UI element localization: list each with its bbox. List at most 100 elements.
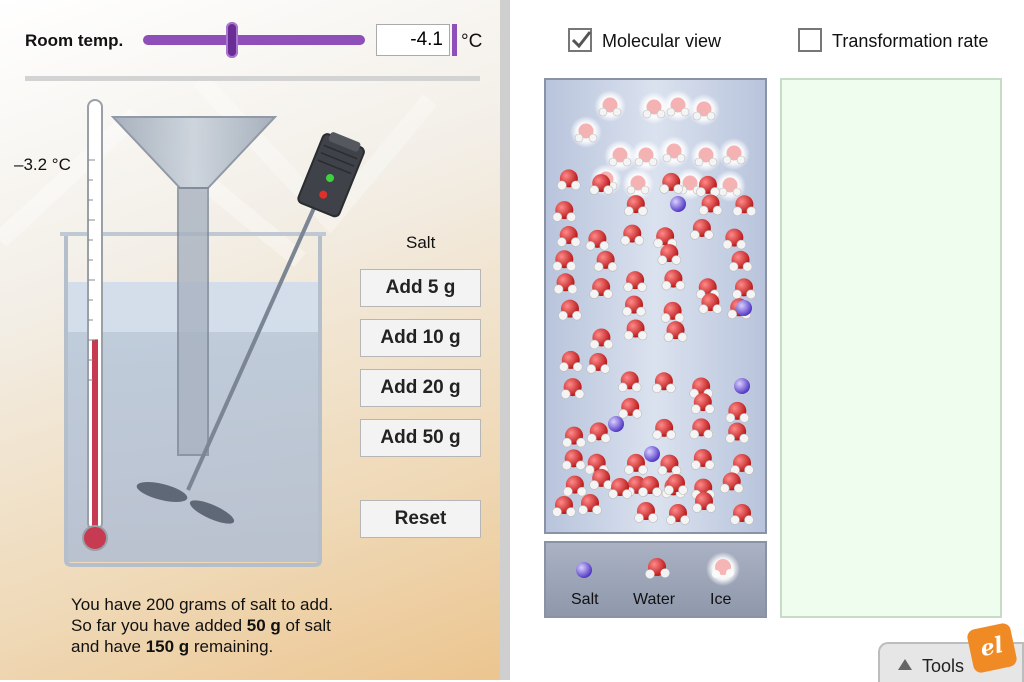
arrow-up-icon: [898, 659, 912, 670]
reset-button[interactable]: Reset: [360, 500, 481, 538]
logo-badge: el: [965, 621, 1019, 675]
water-molecule: [692, 492, 716, 513]
remaining-amount: 150 g: [145, 637, 190, 656]
tools-label: Tools: [922, 656, 965, 676]
water-molecule: [623, 271, 647, 292]
add-10g-button[interactable]: Add 10 g: [360, 319, 481, 357]
thermometer-reading: –3.2 °C: [14, 155, 71, 174]
ice-molecule: [622, 168, 654, 200]
water-molecule: [589, 174, 614, 195]
molecules-canvas: [552, 90, 757, 525]
funnel: [110, 116, 278, 189]
water-molecule: [585, 229, 610, 251]
stirrer-rod: [186, 207, 316, 491]
water-molecule: [666, 504, 690, 525]
shelf-line: [25, 76, 480, 81]
salt-status-text: You have 200 grams of salt to add. So fa…: [71, 594, 333, 657]
water-molecule: [690, 218, 714, 240]
status-line-2: So far you have added 50 g of salt: [71, 615, 333, 636]
water-molecule: [653, 227, 677, 249]
water-molecule: [728, 250, 753, 272]
status-text: of salt: [280, 616, 331, 635]
status-text: and have: [71, 637, 146, 656]
stirrer-motor: [297, 132, 365, 218]
water-molecule: [624, 453, 648, 475]
molecule-legend: [544, 541, 767, 618]
water-molecule: [732, 195, 757, 217]
salt-particle: [608, 416, 624, 432]
transformation-rate-label[interactable]: Transformation rate: [832, 31, 989, 51]
status-line-1: You have 200 grams of salt to add.: [71, 595, 334, 614]
water-molecule: [617, 371, 642, 393]
water-molecule: [589, 468, 613, 490]
water-molecule: [589, 328, 614, 350]
thermometer-fill: [92, 339, 98, 532]
transformation-rate-box: [780, 78, 1002, 618]
ice-molecule: [594, 90, 626, 122]
salt-label: Salt: [406, 233, 436, 252]
water-molecule: [652, 372, 676, 394]
room-temp-slider[interactable]: [143, 35, 365, 45]
ice-molecule: [714, 170, 746, 202]
water-molecule: [620, 224, 645, 246]
water-molecule: [691, 393, 715, 414]
water-molecule: [661, 269, 686, 291]
water-molecule: [608, 478, 632, 499]
water-molecule: [732, 278, 756, 300]
water-molecule: [553, 273, 578, 295]
water-molecule: [719, 472, 744, 494]
temp-unit: °C: [461, 31, 483, 52]
stirrer-blade: [136, 482, 188, 502]
water-molecule: [664, 474, 688, 495]
water-molecule: [589, 278, 613, 299]
water-molecule: [660, 301, 685, 323]
water-molecule: [578, 494, 602, 515]
water-molecule: [558, 299, 582, 321]
water-molecule: [652, 418, 676, 440]
added-amount: 50 g: [246, 616, 281, 635]
water-molecule: [557, 169, 581, 191]
status-text: So far you have added: [71, 616, 247, 635]
water-molecule: [725, 401, 750, 423]
salt-particle: [644, 446, 660, 462]
salt-particle: [734, 378, 750, 394]
checkmark-icon: [571, 31, 592, 49]
status-text: remaining.: [189, 637, 274, 656]
water-molecule: [623, 319, 648, 341]
water-molecule: [657, 454, 682, 476]
water-legend-icon: [645, 558, 670, 579]
water-molecule: [689, 418, 714, 440]
legend-salt-label: Salt: [571, 591, 599, 608]
beaker-scene: [0, 73, 437, 567]
water-molecule: [622, 295, 646, 317]
molecular-view-label[interactable]: Molecular view: [602, 31, 722, 51]
ice-molecule: [690, 140, 722, 172]
status-line-3: and have 150 g remaining.: [71, 636, 333, 657]
ice-molecule: [630, 140, 662, 172]
add-50g-button[interactable]: Add 50 g: [360, 419, 481, 457]
molecular-view-checkbox[interactable]: [568, 28, 592, 52]
room-temp-input[interactable]: [376, 24, 450, 56]
temp-color-bar: [452, 24, 457, 56]
water-molecule: [638, 476, 662, 497]
water-molecule: [561, 449, 586, 471]
water-molecule: [695, 278, 720, 300]
water-molecule: [558, 350, 583, 372]
legend-icons: [576, 552, 740, 586]
ice-molecule: [658, 136, 690, 168]
transformation-rate-checkbox[interactable]: [798, 28, 822, 52]
add-20g-button[interactable]: Add 20 g: [360, 369, 481, 407]
water-molecule: [552, 201, 577, 222]
salt-particle: [670, 196, 686, 212]
water-molecule: [552, 496, 576, 517]
panel-divider[interactable]: [500, 0, 510, 680]
water-molecule: [618, 397, 643, 419]
room-temp-slider-thumb[interactable]: [225, 22, 238, 58]
salt-legend-icon: [576, 562, 592, 578]
water-molecule: [586, 352, 611, 374]
water-molecule: [722, 228, 747, 250]
ice-molecule: [662, 90, 694, 122]
add-5g-button[interactable]: Add 5 g: [360, 269, 481, 307]
legend-water-label: Water: [633, 591, 676, 608]
stirrer-blade: [189, 500, 235, 524]
